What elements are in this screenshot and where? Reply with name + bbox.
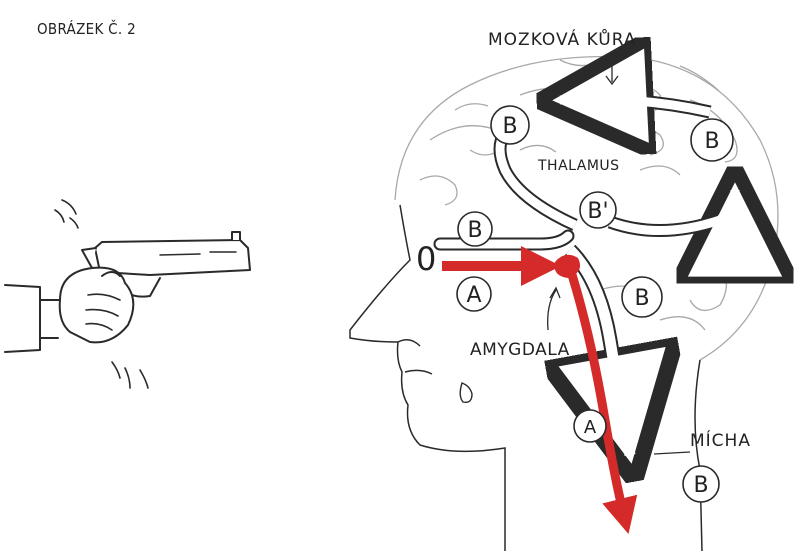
node-b-prime-label: B' [587,199,608,224]
slow-pathway [440,99,735,455]
thalamus-label: THALAMUS [537,158,620,174]
amygdala-label: AMYGDALA [470,340,570,360]
node-a-input-label: A [466,283,481,308]
cortex-label: MOZKOVÁ KŮRA [488,28,636,50]
eye-label: 0 [416,240,436,278]
node-b-cortex-left-label: B [502,114,517,139]
node-b-descending-label: B [634,286,649,311]
pistol-icon [5,200,250,388]
node-b-cortex-right-label: B [704,129,719,154]
node-a-descending-label: A [584,417,597,438]
node-b-spinal-label: B [693,473,708,498]
head-outline [350,205,702,551]
spinal-cord-label: MÍCHA [690,429,751,451]
node-b-input-label: B [467,218,482,243]
